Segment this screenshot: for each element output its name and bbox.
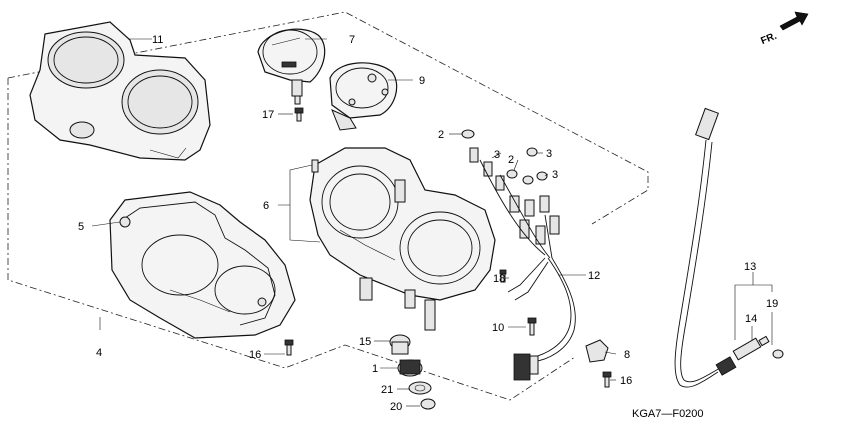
callout-7: 7 xyxy=(349,34,355,46)
callout-9: 9 xyxy=(419,75,425,87)
assembly-boundary xyxy=(7,11,649,401)
callout-19: 19 xyxy=(766,298,778,310)
bulb-sockets xyxy=(461,129,560,245)
callout-11: 11 xyxy=(152,34,163,46)
callout-labels: 11 7 9 17 5 6 4 2 3 2 3 3 12 18 10 8 16 … xyxy=(78,34,778,413)
callout-14: 14 xyxy=(745,313,757,325)
callout-18: 18 xyxy=(493,273,505,285)
callout-6: 6 xyxy=(263,200,269,212)
callout-10: 10 xyxy=(492,322,504,334)
callout-13: 13 xyxy=(744,261,756,273)
callout-2a: 2 xyxy=(438,129,444,141)
callout-15: 15 xyxy=(359,336,371,348)
speedometer xyxy=(257,28,326,105)
callout-21: 21 xyxy=(381,384,393,396)
callout-1: 1 xyxy=(372,363,378,375)
diagram-code: KGA7—F0200 xyxy=(632,408,704,420)
wire-harness xyxy=(479,159,576,381)
fasteners xyxy=(284,269,612,388)
indicator-unit xyxy=(329,62,398,131)
callout-3a: 3 xyxy=(494,149,500,161)
meter-case-lower xyxy=(109,191,296,339)
callout-16b: 16 xyxy=(620,375,632,387)
harness-clamp xyxy=(585,339,609,363)
callout-17: 17 xyxy=(262,109,274,121)
callout-16a: 16 xyxy=(249,349,261,361)
callout-3c: 3 xyxy=(552,169,558,181)
callout-3b: 3 xyxy=(546,148,552,160)
callout-20: 20 xyxy=(390,401,402,413)
callout-5: 5 xyxy=(78,221,84,233)
callout-8: 8 xyxy=(624,349,630,361)
callout-4: 4 xyxy=(96,347,102,359)
meter-visor xyxy=(29,21,211,161)
grommet-stack xyxy=(389,334,436,410)
meter-case-assembly xyxy=(309,147,496,331)
front-direction-label: FR. xyxy=(759,31,778,47)
callout-12: 12 xyxy=(588,270,600,282)
front-direction-arrow: FR. xyxy=(759,11,809,47)
screw-17 xyxy=(294,107,304,122)
callout-2b: 2 xyxy=(508,154,514,166)
speedometer-cable xyxy=(674,107,784,388)
leader-lines xyxy=(91,38,773,407)
